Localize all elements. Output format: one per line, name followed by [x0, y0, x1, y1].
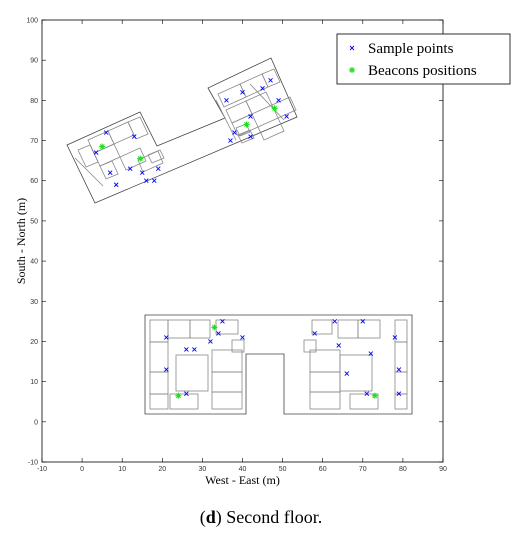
x-tick-label: 70: [359, 466, 367, 473]
y-tick-label: -10: [28, 460, 38, 467]
sample-point: [368, 351, 374, 356]
sample-point: [113, 182, 119, 188]
sample-point: [216, 331, 221, 336]
sample-point: [208, 339, 213, 344]
y-tick-label: 80: [30, 98, 38, 105]
y-tick-label: 30: [30, 299, 38, 306]
beacon-point: [99, 143, 106, 150]
sample-point: [93, 150, 99, 155]
beacon-point: [271, 105, 278, 112]
sample-point: [364, 391, 370, 397]
sample-point: [284, 114, 289, 119]
upper-building-outline: [66, 57, 298, 204]
floor-plan-drawing: [66, 57, 413, 415]
sample-point: [151, 178, 157, 184]
beacon-point: [137, 155, 144, 162]
y-tick-label: 0: [34, 419, 38, 426]
x-tick-label: 30: [199, 466, 207, 473]
figure-caption: (d) Second floor.: [199, 507, 323, 527]
sample-point: [131, 134, 137, 139]
sample-point: [220, 319, 225, 324]
sample-point: [248, 134, 253, 139]
sample-point: [392, 335, 398, 340]
sample-point: [228, 138, 233, 143]
sample-point: [336, 343, 342, 348]
caption-letter: d: [205, 507, 216, 527]
x-tick-label: 50: [279, 466, 287, 473]
sample-point: [155, 166, 161, 171]
x-tick-label: 60: [319, 466, 327, 473]
y-tick-label: 20: [30, 339, 38, 346]
x-tick-label: 20: [158, 466, 166, 473]
y-tick-label: 10: [30, 379, 38, 386]
sample-point: [344, 371, 350, 376]
beacon-point: [211, 324, 218, 331]
x-tick-label: 10: [118, 466, 126, 473]
y-tick-label: 90: [30, 58, 38, 65]
y-axis-label: South - North (m): [14, 198, 28, 284]
lower-building-outline: [144, 314, 413, 415]
sample-point: [163, 367, 169, 372]
lower-building-rooms: [149, 319, 408, 410]
y-tick-label: 70: [30, 138, 38, 145]
floor-plan-chart: -10 0 10 20 30 40 50 60 70 80 90 -10 0 10 20 30 40 50 60 70…: [14, 18, 511, 488]
sample-point: [107, 170, 113, 176]
sample-point: [240, 90, 245, 95]
x-tick-label: 40: [239, 466, 247, 473]
sample-point: [224, 98, 229, 103]
beacon-point: [175, 392, 182, 399]
sample-point: [360, 319, 366, 324]
sample-point: [139, 170, 145, 176]
legend-box: [336, 33, 511, 85]
sample-point: [163, 335, 169, 340]
sample-point: [332, 319, 338, 324]
sample-point: [260, 85, 265, 91]
upper-building-rooms: [74, 68, 297, 187]
sample-point: [248, 114, 253, 119]
sample-point: [232, 130, 237, 135]
beacon-point: [243, 121, 250, 128]
legend-entry-label: Beacons positions: [368, 63, 477, 79]
caption-text: ) Second floor.: [215, 507, 323, 527]
x-tick-label: 90: [439, 466, 447, 473]
legend-sample-marker: [349, 45, 355, 51]
sample-point: [192, 347, 197, 352]
x-tick-label: 0: [80, 466, 84, 473]
data-marks: [93, 77, 402, 399]
y-tick-label: 100: [26, 18, 38, 25]
y-tick-label: 50: [30, 218, 38, 225]
sample-point: [268, 77, 273, 83]
sample-point: [396, 391, 402, 397]
sample-point: [312, 331, 317, 336]
axes: -10 0 10 20 30 40 50 60 70 80 90 -10 0 10 20 30 40 50 60 70…: [14, 18, 447, 488]
beacon-point: [371, 392, 378, 399]
legend-beacon-marker: [349, 67, 355, 73]
legend-entry-label: Sample points: [368, 41, 454, 57]
plot-frame: [41, 19, 444, 463]
sample-point: [103, 130, 109, 135]
sample-point: [184, 347, 189, 352]
x-axis-label: West - East (m): [205, 473, 280, 487]
x-tick-label: -10: [37, 466, 47, 473]
x-tick-label: 80: [399, 466, 407, 473]
sample-point: [184, 391, 189, 397]
sample-point: [127, 166, 133, 171]
sample-point: [396, 367, 402, 372]
y-tick-label: 40: [30, 259, 38, 266]
y-tick-label: 60: [30, 178, 38, 185]
sample-point: [240, 335, 245, 340]
sample-point: [276, 98, 281, 103]
sample-point: [143, 178, 149, 184]
